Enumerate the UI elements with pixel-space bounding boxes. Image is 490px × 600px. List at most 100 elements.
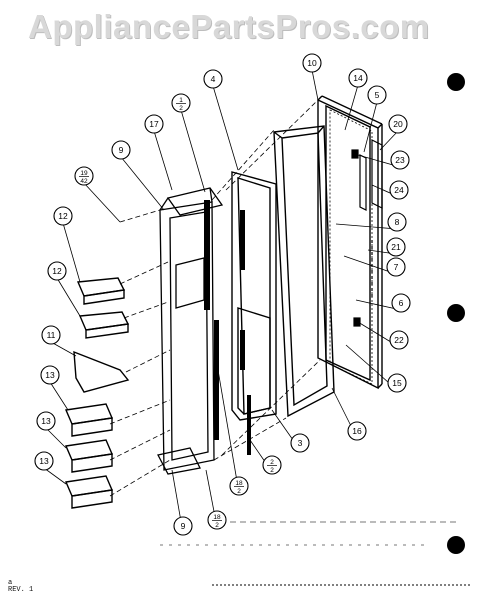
callout-number: 5	[375, 90, 380, 100]
callout-c7: 7	[386, 257, 406, 277]
callout-circle	[36, 411, 56, 431]
callout-c9b: 9	[173, 516, 193, 536]
callout-number: 9	[119, 145, 124, 155]
callout-number: 13	[41, 416, 51, 426]
callout-circle	[302, 53, 322, 73]
callout-circle	[53, 206, 73, 226]
callout-c14: 14	[348, 68, 368, 88]
callout-circle	[47, 261, 67, 281]
callout-c21: 21	[386, 237, 406, 257]
callout-circle	[290, 433, 310, 453]
callout-circle	[207, 510, 227, 530]
revision-label: REV. 1	[8, 586, 34, 594]
callout-c15: 15	[387, 373, 407, 393]
callout-number: 24	[394, 185, 404, 195]
callout-circle	[74, 166, 94, 186]
callout-circle	[388, 114, 408, 134]
callout-circle	[203, 69, 223, 89]
callout-number: 15	[392, 378, 402, 388]
callout-c22: 22	[389, 330, 409, 350]
callout-circle	[34, 451, 54, 471]
callout-number: 17	[149, 119, 159, 129]
revision-note: a REV. 1	[8, 580, 33, 594]
callout-c2-2: 22	[262, 455, 282, 475]
callout-circle	[386, 257, 406, 277]
callout-c4: 4	[203, 69, 223, 89]
callout-circle	[390, 150, 410, 170]
callout-number: 20	[393, 119, 403, 129]
watermark: AppliancePartsPros.com	[28, 8, 430, 45]
callout-circle	[111, 140, 131, 160]
callout-c12b: 12	[47, 261, 67, 281]
callout-number: 22	[394, 335, 404, 345]
callout-c9a: 9	[111, 140, 131, 160]
callout-c13a: 13	[40, 365, 60, 385]
callout-c13b: 13	[36, 411, 56, 431]
callout-number: 8	[395, 217, 400, 227]
callout-circle	[171, 93, 191, 113]
callout-number: 11	[47, 330, 56, 340]
callout-circle	[173, 516, 193, 536]
callout-c8: 8	[387, 212, 407, 232]
callout-numerator: 2	[270, 459, 274, 466]
callout-number: 7	[394, 262, 399, 272]
callout-number: 21	[391, 242, 401, 252]
callout-number: 9	[181, 521, 186, 531]
callout-circle	[389, 180, 409, 200]
callout-c24: 24	[389, 180, 409, 200]
callout-number: 3	[298, 438, 303, 448]
callout-circle	[347, 421, 367, 441]
callout-numerator: 1	[179, 97, 183, 104]
callout-c13c: 13	[34, 451, 54, 471]
callout-c16: 16	[347, 421, 367, 441]
callout-number: 6	[399, 298, 404, 308]
callout-circle	[367, 85, 387, 105]
cabinet-frame	[157, 187, 224, 475]
callout-circle	[348, 68, 368, 88]
callout-c20: 20	[388, 114, 408, 134]
door-gasket	[273, 125, 335, 418]
callout-c3: 3	[290, 433, 310, 453]
assembly-lines	[109, 99, 321, 497]
callout-circle	[387, 373, 407, 393]
callout-denominator: 42	[80, 178, 88, 185]
callout-number: 13	[45, 370, 55, 380]
callout-c6: 6	[391, 293, 411, 313]
callout-c10: 10	[302, 53, 322, 73]
callout-number: 10	[307, 58, 317, 68]
callout-denominator: 2	[215, 522, 219, 529]
callout-circle	[387, 212, 407, 232]
inner-door-liner	[231, 171, 277, 455]
callout-circle	[144, 114, 164, 134]
callout-denominator: 2	[270, 467, 274, 474]
callout-circle	[40, 365, 60, 385]
door-shelves	[64, 277, 130, 509]
callout-number: 16	[352, 426, 362, 436]
callout-circle	[41, 325, 61, 345]
callout-c17: 17	[144, 114, 164, 134]
callout-circle	[386, 237, 406, 257]
callout-c23: 23	[390, 150, 410, 170]
callout-c12a: 12	[53, 206, 73, 226]
callout-number: 12	[52, 266, 62, 276]
footer-rule-lines	[160, 521, 470, 586]
callout-c11: 11	[41, 325, 61, 345]
callout-numerator: 19	[80, 170, 88, 177]
callout-c18-2a: 182	[229, 476, 249, 496]
callout-circle	[389, 330, 409, 350]
callout-number: 14	[353, 73, 363, 83]
callout-circle	[262, 455, 282, 475]
callout-number: 4	[211, 74, 216, 84]
callout-number: 23	[395, 155, 405, 165]
callout-c5: 5	[367, 85, 387, 105]
callout-numerator: 18	[213, 514, 221, 521]
callout-circle	[391, 293, 411, 313]
callout-c18-2b: 182	[207, 510, 227, 530]
outer-door-panel	[317, 95, 383, 390]
sheet-letter: a	[8, 579, 13, 587]
callout-number: 13	[39, 456, 49, 466]
